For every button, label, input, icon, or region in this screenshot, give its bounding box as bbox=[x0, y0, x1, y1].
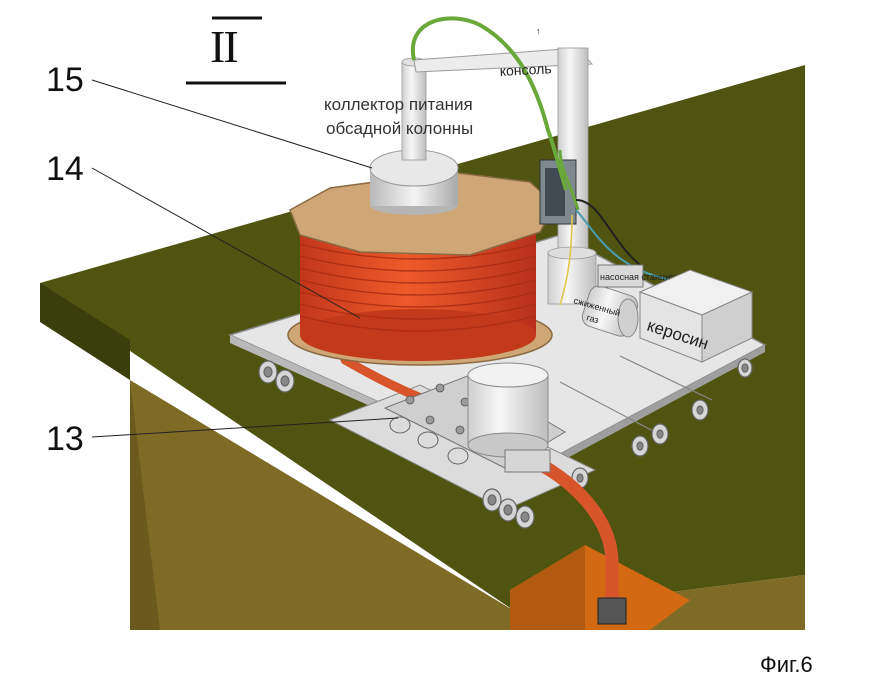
control-wire bbox=[575, 199, 641, 266]
platform-lower-slab bbox=[328, 384, 597, 511]
reel-drum-bottom bbox=[300, 309, 536, 361]
drive-rollers bbox=[389, 416, 469, 465]
view-numeral: II bbox=[210, 21, 237, 72]
wheel bbox=[631, 435, 649, 457]
ref-number-15: 15 bbox=[46, 61, 84, 99]
wheel bbox=[258, 360, 278, 384]
ground-side-face bbox=[130, 380, 160, 630]
gas-label-line2: газ bbox=[585, 312, 599, 325]
liquefied-gas-tank: насосная станция bbox=[581, 264, 675, 338]
pump-station-box bbox=[597, 264, 644, 288]
control-box-screen bbox=[545, 168, 565, 216]
green-power-cable-2 bbox=[558, 149, 580, 211]
kerosene-tank bbox=[638, 269, 754, 363]
wheel bbox=[498, 498, 518, 522]
collector-stem bbox=[401, 61, 427, 161]
console-post bbox=[557, 47, 589, 259]
console-assembly: ↑ bbox=[413, 26, 597, 305]
leader-line-14 bbox=[91, 167, 361, 319]
collector-label-line2: обсадной колонны bbox=[326, 119, 473, 138]
control-wire-blue bbox=[575, 209, 681, 283]
ref-number-14: 14 bbox=[46, 150, 84, 188]
ground-left-face bbox=[40, 283, 130, 380]
ref-number-13: 13 bbox=[46, 420, 84, 458]
platform-seam bbox=[619, 355, 713, 401]
motor-bracket bbox=[504, 449, 551, 473]
green-power-cable bbox=[410, 16, 568, 191]
console-base-top bbox=[547, 246, 597, 260]
figure-caption: Фиг.6 bbox=[760, 652, 813, 677]
gas-tank-end bbox=[617, 298, 639, 338]
control-wire-yellow bbox=[559, 214, 573, 306]
ground-shaft-wall bbox=[510, 545, 585, 630]
wheel bbox=[691, 399, 709, 421]
station-label: насосная станция bbox=[600, 272, 675, 282]
leader-line-15 bbox=[91, 79, 373, 169]
ground-front-face bbox=[130, 380, 805, 630]
platform-wheels bbox=[258, 358, 753, 529]
motor-top bbox=[467, 362, 549, 388]
console-label: консоль bbox=[499, 60, 552, 79]
drive-unit bbox=[383, 362, 566, 473]
wheel bbox=[651, 423, 669, 445]
wheel bbox=[515, 505, 535, 529]
wheel bbox=[275, 369, 295, 393]
console-arm bbox=[413, 47, 594, 73]
well-casing-pipe bbox=[597, 597, 627, 625]
leader-line-13 bbox=[91, 417, 399, 438]
collector-label-line1: коллектор питания bbox=[324, 95, 473, 114]
wheel bbox=[737, 358, 753, 378]
arrow-mark: ↑ bbox=[536, 26, 541, 36]
cable-reel bbox=[287, 57, 556, 366]
platform-right-edge bbox=[530, 345, 765, 478]
kerosene-side bbox=[701, 291, 753, 363]
platform-seam bbox=[559, 381, 656, 433]
wheel bbox=[482, 488, 502, 512]
console-base bbox=[547, 251, 597, 305]
